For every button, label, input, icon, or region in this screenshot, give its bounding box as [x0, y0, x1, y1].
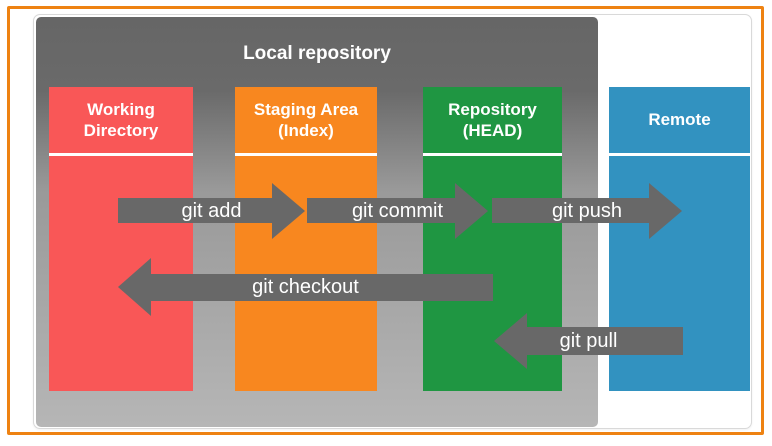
- git-add-arrow-shaft: [118, 198, 272, 223]
- git-checkout-arrow-label: git checkout: [252, 275, 359, 298]
- working-directory-box: Working Directory: [49, 87, 193, 391]
- git-commit-arrow-shaft: [307, 198, 455, 223]
- remote-header: Remote: [609, 87, 750, 156]
- git-add-arrow: git add: [118, 183, 305, 239]
- git-push-arrow-label: git push: [551, 199, 623, 222]
- git-commit-arrow: git commit: [307, 183, 488, 239]
- git-checkout-arrow: git checkout: [118, 258, 493, 316]
- working-directory-label: Working Directory: [83, 99, 159, 140]
- left-arrowhead-icon: [494, 313, 527, 369]
- repository-head-label: Repository (HEAD): [448, 99, 537, 140]
- git-push-arrow-shaft: [492, 198, 649, 223]
- git-push-arrow: git push: [492, 183, 682, 239]
- remote-label: Remote: [648, 110, 711, 130]
- staging-area-header: Staging Area (Index): [235, 87, 377, 156]
- staging-area-box: Staging Area (Index): [235, 87, 377, 391]
- staging-area-label: Staging Area (Index): [253, 99, 359, 140]
- git-commit-arrow-label: git commit: [351, 199, 444, 222]
- right-arrowhead-icon: [455, 183, 488, 239]
- right-arrowhead-icon: [272, 183, 305, 239]
- working-directory-header: Working Directory: [49, 87, 193, 156]
- git-pull-arrow-shaft: [527, 327, 683, 355]
- left-arrowhead-icon: [118, 258, 151, 316]
- git-pull-arrow: git pull: [494, 313, 683, 369]
- local-repository-title: Local repository: [243, 43, 391, 64]
- repository-head-header: Repository (HEAD): [423, 87, 562, 156]
- git-add-arrow-label: git add: [181, 199, 242, 222]
- git-checkout-arrow-shaft: [151, 274, 493, 301]
- right-arrowhead-icon: [649, 183, 682, 239]
- git-pull-arrow-label: git pull: [559, 329, 618, 352]
